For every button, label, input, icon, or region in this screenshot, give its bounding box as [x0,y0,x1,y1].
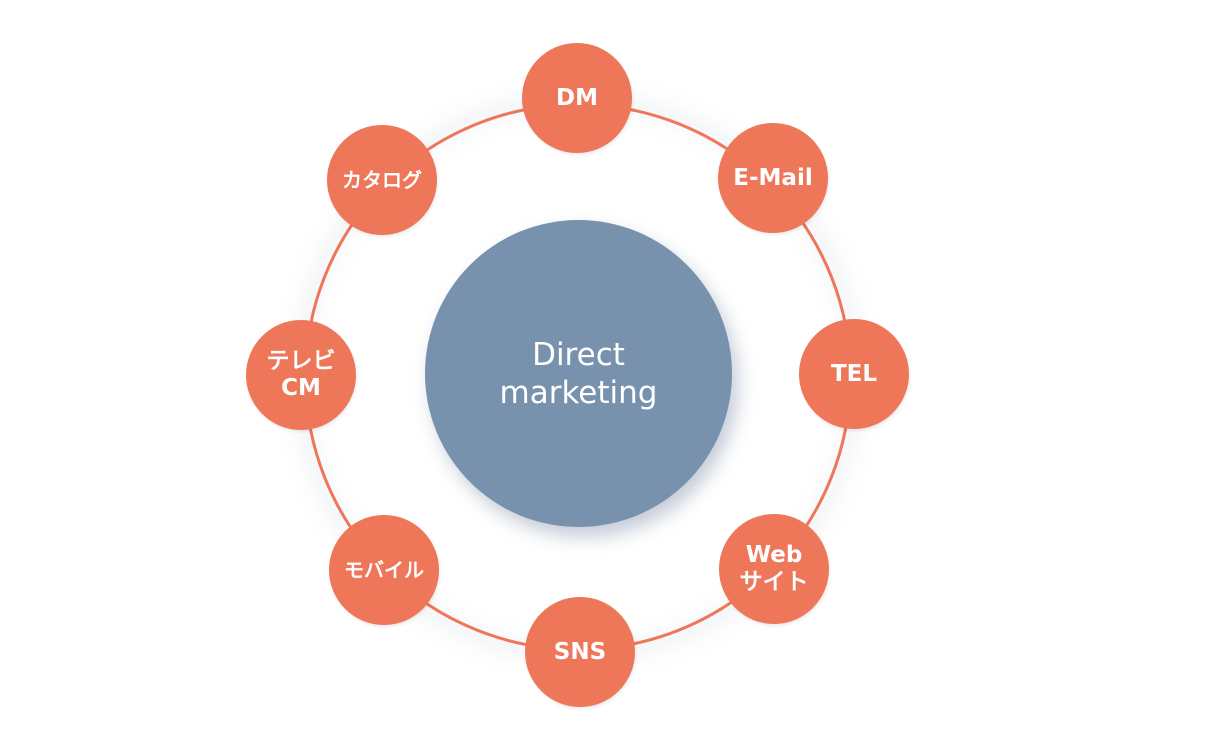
node-tel-label: TEL [830,360,878,387]
node-web-label-line2: サイト [739,569,809,595]
node-email-label: E-Mail [733,164,813,191]
node-catalog-label: カタログ [342,167,422,192]
node-sns: SNS [525,597,635,707]
node-sns-label: SNS [553,638,607,665]
center-label-line2: marketing [499,374,658,411]
node-tvcm-label-line2: CM [281,375,321,401]
node-tv-cm: テレビ CM [246,320,356,430]
node-tvcm-label-line1: テレビ [266,348,336,374]
node-email: E-Mail [718,123,828,233]
node-catalog: カタログ [327,125,437,235]
node-mobile: モバイル [329,515,439,625]
node-tel: TEL [799,319,909,429]
node-web-label-line1: Web [745,542,803,568]
center-label-line1: Direct [532,336,625,373]
node-dm: DM [522,43,632,153]
center-circle-direct-marketing: Direct marketing [425,220,732,527]
node-mobile-label: モバイル [344,557,424,582]
node-dm-label: DM [556,84,598,111]
node-web-site: Web サイト [719,514,829,624]
